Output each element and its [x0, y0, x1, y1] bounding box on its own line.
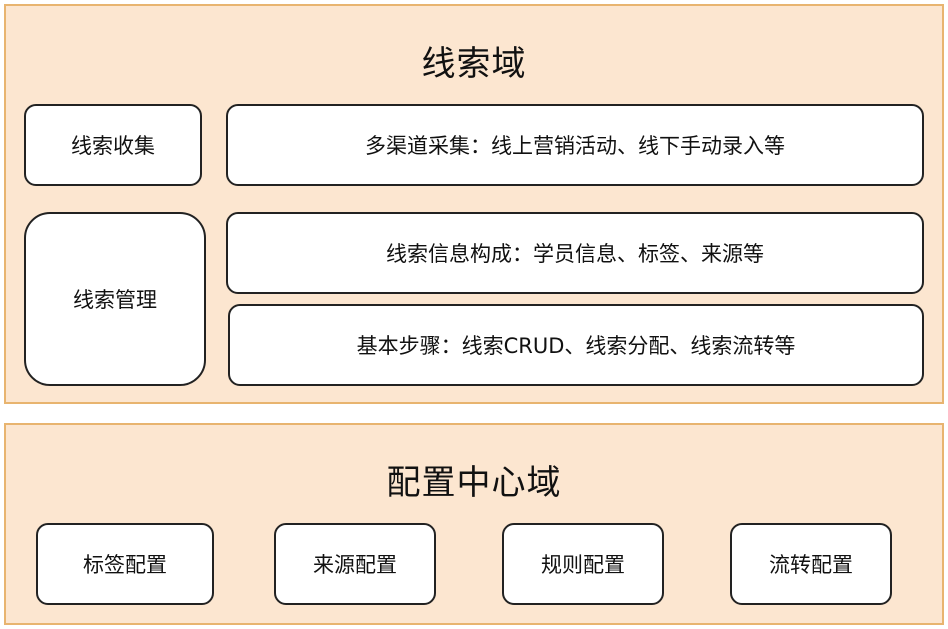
- lead-steps-text: 基本步骤：线索CRUD、线索分配、线索流转等: [356, 334, 796, 358]
- lead-info-box: 线索信息构成：学员信息、标签、来源等: [226, 212, 924, 294]
- config-item-source-label: 来源配置: [313, 553, 397, 577]
- lead-steps-box: 基本步骤：线索CRUD、线索分配、线索流转等: [228, 304, 924, 386]
- config-item-rule-label: 规则配置: [541, 553, 625, 577]
- lead-domain-title: 线索域: [421, 44, 527, 84]
- lead-info-text: 线索信息构成：学员信息、标签、来源等: [386, 242, 764, 266]
- lead-manage-box: 线索管理: [24, 212, 206, 386]
- lead-manage-label: 线索管理: [73, 288, 157, 312]
- lead-collect-box: 线索收集: [24, 104, 202, 186]
- config-domain-panel: 配置中心域 标签配置 来源配置 规则配置 流转配置: [4, 423, 944, 625]
- lead-domain-panel: 线索域 线索收集 多渠道采集：线上营销活动、线下手动录入等 线索管理 线索信息构…: [4, 4, 944, 404]
- config-item-flow: 流转配置: [730, 523, 892, 605]
- lead-collect-label: 线索收集: [71, 134, 155, 158]
- config-item-source: 来源配置: [274, 523, 436, 605]
- lead-collect-detail-box: 多渠道采集：线上营销活动、线下手动录入等: [226, 104, 924, 186]
- lead-collect-detail-text: 多渠道采集：线上营销活动、线下手动录入等: [365, 134, 785, 158]
- config-item-rule: 规则配置: [502, 523, 664, 605]
- config-item-flow-label: 流转配置: [769, 553, 853, 577]
- config-item-tag-label: 标签配置: [83, 553, 167, 577]
- config-domain-title: 配置中心域: [386, 463, 562, 503]
- config-item-tag: 标签配置: [36, 523, 214, 605]
